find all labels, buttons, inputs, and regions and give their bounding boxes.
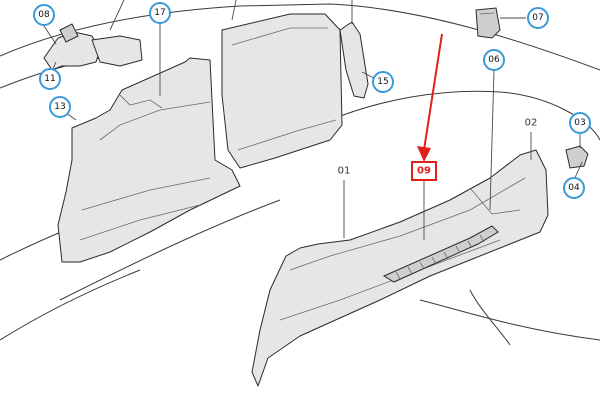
clip-part-04 [565, 145, 589, 169]
highlight-arrow [417, 33, 443, 162]
svg-text:09: 09 [417, 166, 431, 177]
svg-text:03: 03 [574, 118, 585, 128]
vent-grille-part-09 [382, 225, 499, 283]
svg-text:08: 08 [38, 10, 50, 20]
leader-lines [43, 0, 583, 240]
bracket-part-08 [43, 23, 101, 71]
svg-text:11: 11 [44, 74, 55, 84]
callout-17: 17 [149, 2, 171, 24]
callout-15: 15 [372, 71, 394, 93]
svg-text:15: 15 [377, 77, 388, 87]
left-quarter-trim-panel [57, 57, 241, 263]
clip-part-07 [475, 7, 501, 39]
svg-text:06: 06 [488, 55, 500, 65]
callout-13: 13 [49, 96, 71, 118]
svg-text:13: 13 [54, 102, 65, 112]
callout-07: 07 [527, 7, 549, 29]
callout-04: 04 [563, 177, 585, 199]
pillar-part-15 [339, 21, 369, 99]
callout-03: 03 [569, 112, 591, 134]
callout-06: 06 [483, 49, 505, 71]
svg-text:04: 04 [568, 183, 580, 193]
callout-11: 11 [39, 68, 61, 90]
label-02: 02 [525, 118, 538, 129]
upper-trim-part [91, 35, 143, 67]
svg-text:17: 17 [154, 8, 165, 18]
highlighted-part-label: 09 [411, 161, 437, 181]
svg-text:07: 07 [532, 13, 543, 23]
right-side-trim-panel [251, 149, 549, 387]
callout-08: 08 [33, 4, 55, 26]
rear-center-panel [221, 13, 343, 169]
label-01: 01 [338, 166, 351, 177]
